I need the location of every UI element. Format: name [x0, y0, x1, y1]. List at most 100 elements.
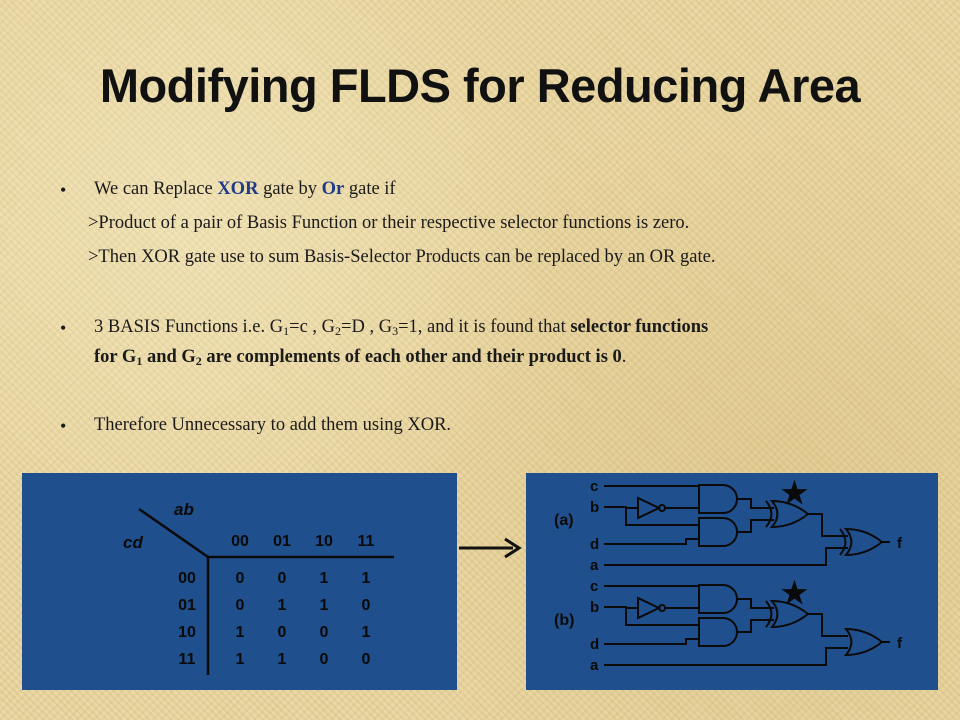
- wire: [604, 506, 638, 509]
- circuit-label: (b): [554, 612, 574, 629]
- xor-gate-back: [765, 600, 773, 628]
- wire: [625, 508, 699, 526]
- circuit-a: cb da (a) f ★: [554, 477, 903, 574]
- kmap-cell: 0: [362, 597, 371, 614]
- kmap-cell: 1: [278, 597, 287, 614]
- bullet-2-line-1: 3 BASIS Functions i.e. G1=c , G2=D , G3=…: [94, 315, 708, 339]
- wire: [737, 619, 774, 633]
- circuit-b: cb da (b) f ★: [554, 577, 903, 674]
- kmap-cell: 1: [320, 570, 329, 587]
- subscript: 2: [195, 354, 202, 368]
- kmap-col-var: ab: [174, 500, 194, 519]
- circuit-input-b: b: [590, 599, 599, 616]
- not-bubble: [658, 504, 666, 512]
- circuit-output: f: [897, 535, 903, 552]
- kmap-cell: 1: [362, 624, 371, 641]
- star-icon: ★: [781, 577, 808, 610]
- kmap-cell: 1: [236, 651, 245, 668]
- not-gate: [637, 496, 662, 520]
- circuit-input-c: c: [590, 478, 598, 495]
- bullet-1: We can Replace XOR gate by Or gate if: [94, 177, 396, 201]
- subscript: 3: [392, 324, 399, 338]
- circuit-label: (a): [554, 512, 574, 529]
- kmap-cell: 0: [320, 651, 329, 668]
- arrow-right-icon: [459, 537, 522, 559]
- and-gate: [698, 484, 738, 514]
- kmap-cell: 0: [278, 570, 287, 587]
- kmap-col-header: 11: [358, 533, 375, 550]
- kmap-col-header: 01: [273, 533, 291, 550]
- kmap-row-header: 01: [178, 597, 196, 614]
- circuit-input-c: c: [590, 578, 598, 595]
- circuit-output: f: [897, 635, 903, 652]
- bullet-2-bold: are complements of each other and their …: [201, 347, 622, 367]
- bullet-marker: •: [60, 416, 67, 436]
- bullet-2-text: =1, and it is found that: [398, 317, 571, 337]
- wire: [604, 547, 848, 566]
- kmap-row-header: 11: [179, 651, 196, 668]
- and-gate: [698, 617, 738, 647]
- bullet-1-text-pre: We can Replace: [94, 179, 218, 199]
- slide-body: • We can Replace XOR gate by Or gate if …: [60, 177, 716, 436]
- bullet-marker: •: [60, 180, 67, 200]
- kmap-col-header: 10: [315, 533, 333, 550]
- bullet-1-sub-2: >Then XOR gate use to sum Basis-Selector…: [88, 247, 716, 267]
- wire: [604, 538, 699, 545]
- subscript: 1: [136, 354, 143, 368]
- bullet-2-bold: and G: [142, 347, 196, 367]
- xor-gate: [769, 599, 810, 629]
- bullet-marker: •: [60, 318, 67, 338]
- kmap-cell: 1: [236, 624, 245, 641]
- star-icon: ★: [781, 477, 808, 510]
- xor-gate-back: [765, 500, 773, 528]
- bullet-2-bold: selector functions: [570, 317, 709, 337]
- not-gate: [637, 596, 662, 620]
- kmap-cell: 0: [236, 597, 245, 614]
- kmap-row-header: 00: [178, 570, 196, 587]
- circuit-input-d: d: [590, 536, 599, 553]
- circuit-input-b: b: [590, 499, 599, 516]
- circuit-input-a: a: [590, 657, 599, 674]
- kmap-cell: 1: [320, 597, 329, 614]
- kmap-diagonal: [138, 507, 209, 559]
- subscript: 2: [335, 324, 342, 338]
- bullet-3: Therefore Unnecessary to add them using …: [94, 415, 452, 435]
- circuit-input-a: a: [590, 557, 599, 574]
- kmap-cell: 1: [362, 570, 371, 587]
- bullet-2-text: =D , G: [341, 317, 393, 337]
- bullet-2-text: =c , G: [289, 317, 336, 337]
- kmap-col-header: 00: [231, 533, 249, 550]
- bullet-2-end: .: [621, 347, 627, 367]
- kmap-row-var: cd: [123, 533, 143, 552]
- bullet-2-text: 3 BASIS Functions i.e. G: [94, 317, 284, 337]
- wire: [625, 608, 699, 626]
- kmap-cell: 0: [320, 624, 329, 641]
- bullet-1-text-mid: gate by: [258, 179, 322, 199]
- xor-gate: [843, 527, 884, 557]
- slide-title: Modifying FLDS for Reducing Area: [99, 59, 861, 112]
- wire: [604, 638, 699, 645]
- wire: [808, 513, 848, 537]
- wire: [737, 519, 774, 533]
- kmap-cell: 1: [278, 651, 287, 668]
- kmap-cell: 0: [278, 624, 287, 641]
- keyword-or: Or: [321, 179, 345, 199]
- and-gate: [698, 584, 738, 614]
- bullet-1-sub-1: >Product of a pair of Basis Function or …: [88, 213, 690, 233]
- bullet-2-line-2: for G1 and G2 are complements of each ot…: [94, 345, 626, 369]
- wire: [604, 647, 848, 666]
- and-gate: [698, 517, 738, 547]
- kmap-cell: 0: [362, 651, 371, 668]
- subscript: 1: [283, 324, 290, 338]
- wire: [737, 498, 774, 509]
- bullet-2-bold: for G: [94, 347, 137, 367]
- bullet-1-text-post: gate if: [344, 179, 396, 199]
- keyword-xor: XOR: [217, 179, 259, 199]
- or-gate: [843, 627, 884, 657]
- xor-gate-back: [839, 528, 847, 556]
- circuit-input-d: d: [590, 636, 599, 653]
